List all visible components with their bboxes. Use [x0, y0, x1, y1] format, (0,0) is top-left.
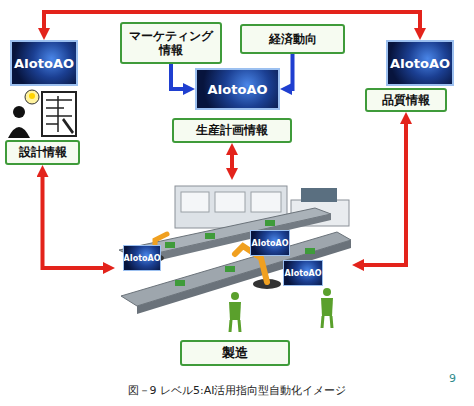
node-text: マーケティング 情報 — [125, 29, 217, 58]
node-text: 経済動向 — [269, 32, 317, 46]
machine-top — [301, 188, 337, 202]
person-body — [8, 127, 30, 138]
ai-monitor: AIotoAO — [283, 260, 323, 286]
worker-head — [231, 292, 239, 300]
product-item — [305, 248, 315, 254]
info-box: 品質情報 — [365, 88, 447, 112]
idea-bubble — [25, 90, 39, 104]
flow-arrow — [44, 12, 420, 34]
flow-arrow — [230, 149, 234, 174]
machine-panel — [251, 192, 281, 212]
ai-monitor: AIotoAO — [123, 245, 161, 271]
conveyor-side — [137, 240, 351, 314]
product-item — [175, 280, 185, 286]
node-text: AIotoAO — [14, 56, 74, 71]
flow-arrow — [43, 171, 110, 268]
node-text: 設計情報 — [19, 145, 67, 159]
info-box: 生産計画情報 — [172, 118, 292, 143]
node-text: 生産計画情報 — [196, 123, 268, 137]
ai-badge: AIotoAO — [195, 68, 280, 110]
info-box: 経済動向 — [240, 24, 345, 54]
lightbulb — [29, 93, 35, 99]
product-item — [265, 220, 275, 226]
blueprint-sheet — [42, 92, 76, 136]
info-box: マーケティング 情報 — [120, 22, 222, 64]
figure-caption: 図－9 レベル5:AI活用指向型自動化イメージ — [0, 383, 474, 398]
flow-arrow — [171, 64, 189, 89]
worker-body — [229, 302, 241, 320]
worker-legs — [230, 320, 240, 332]
node-text: 品質情報 — [382, 93, 430, 107]
node-text: 製造 — [180, 340, 290, 366]
node-text: AIotoAO — [390, 56, 450, 71]
product-item — [225, 266, 235, 272]
info-box: 設計情報 — [5, 140, 80, 165]
machine-block — [175, 186, 287, 228]
node-text: AIotoAO — [207, 82, 267, 97]
worker-legs — [322, 316, 332, 328]
product-item — [165, 242, 175, 248]
page-number: 9 — [449, 372, 463, 386]
worker-body — [321, 298, 333, 316]
machine-panel — [215, 192, 245, 212]
machine-panel — [181, 192, 209, 212]
designer-icon — [8, 88, 80, 140]
flow-arrow — [358, 118, 406, 265]
product-item — [205, 233, 215, 239]
person-head — [13, 106, 25, 118]
conveyor-belt — [121, 232, 351, 306]
ai-monitor: AIotoAO — [250, 230, 290, 256]
ai-badge: AIotoAO — [10, 40, 78, 86]
flow-arrow — [286, 54, 293, 89]
pencil — [62, 118, 74, 134]
ai-badge: AIotoAO — [386, 40, 454, 86]
worker-head — [323, 288, 331, 296]
